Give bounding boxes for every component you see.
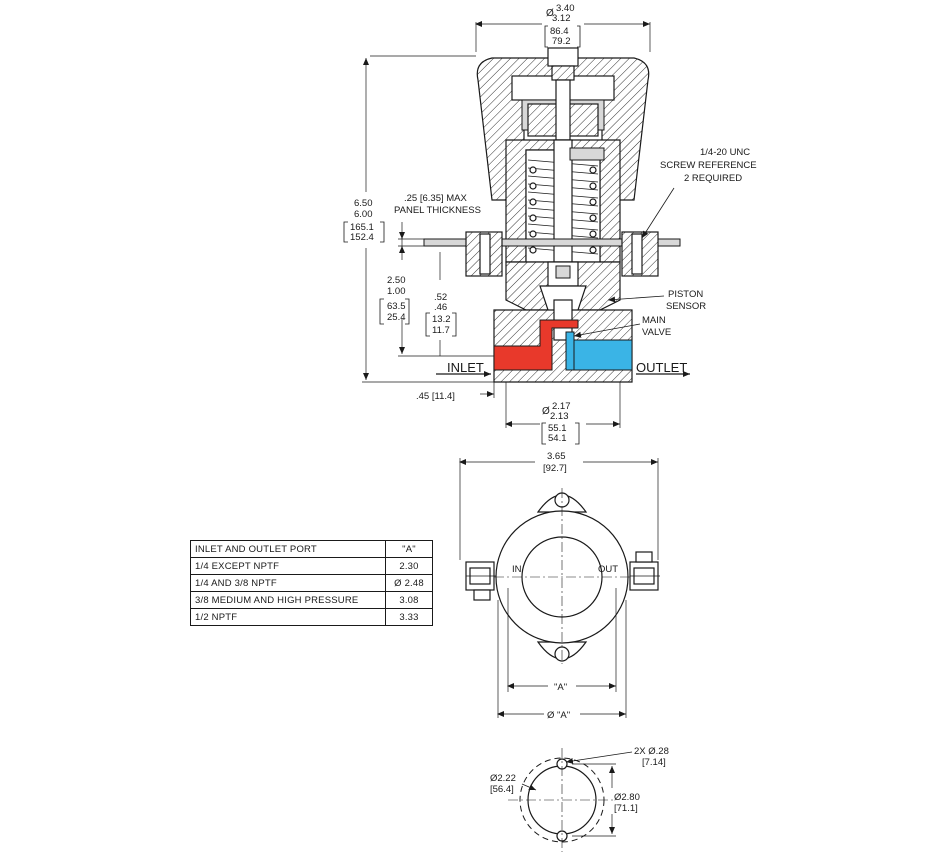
table-cell-port: 1/2 NPTF bbox=[190, 608, 386, 626]
port-dimension-table: INLET AND OUTLET PORT "A" 1/4 EXCEPT NPT… bbox=[190, 540, 433, 626]
body-dia-lower: 2.13 bbox=[550, 411, 569, 422]
top-dia-lower: 3.12 bbox=[552, 13, 571, 24]
panel-height-upper: 2.50 bbox=[387, 275, 406, 286]
inlet-passage bbox=[493, 319, 579, 371]
outlet-label: OUTLET bbox=[636, 360, 687, 375]
base-offset-label: .45 [11.4] bbox=[416, 391, 455, 402]
port-height-upper: .52 bbox=[434, 292, 447, 303]
table-header-port: INLET AND OUTLET PORT bbox=[190, 540, 386, 558]
top-dia-symbol: Ø bbox=[546, 8, 554, 19]
table-cell-port: 3/8 MEDIUM AND HIGH PRESSURE bbox=[190, 591, 386, 609]
panel-note-line1: .25 [6.35] MAX bbox=[404, 193, 468, 204]
screw-note-line3: 2 REQUIRED bbox=[684, 173, 742, 184]
plan-out-label: OUT bbox=[598, 564, 618, 575]
top-dia-mm-lower: 79.2 bbox=[552, 36, 571, 47]
table-row: 1/4 EXCEPT NPTF 2.30 bbox=[190, 557, 433, 575]
table-cell-port: 1/4 EXCEPT NPTF bbox=[190, 557, 386, 575]
panel-height-lower: 1.00 bbox=[387, 286, 406, 297]
screw-note-line2: SCREW REFERENCE bbox=[660, 160, 757, 171]
cutout-holes-line2: [7.14] bbox=[642, 757, 666, 768]
table-row: 3/8 MEDIUM AND HIGH PRESSURE 3.08 bbox=[190, 591, 433, 609]
body-dia-upper: 2.17 bbox=[552, 401, 571, 412]
inlet-label: INLET bbox=[447, 360, 484, 375]
cutout-left-line2: [56.4] bbox=[490, 784, 514, 795]
piston-label-line2: SENSOR bbox=[666, 301, 706, 312]
port-height-mm-upper: 13.2 bbox=[432, 314, 451, 325]
port-height-mm-lower: 11.7 bbox=[432, 325, 450, 336]
body-dia-mm-upper: 55.1 bbox=[548, 423, 567, 434]
body-dia-symbol: Ø bbox=[542, 406, 550, 417]
piston-label-line1: PISTON bbox=[668, 289, 703, 300]
cutout-right-line2: [71.1] bbox=[614, 803, 638, 814]
table-cell-value: Ø 2.48 bbox=[385, 574, 433, 592]
section-labels: Ø 3.40 3.12 86.4 79.2 6.50 6.00 165.1 15… bbox=[343, 3, 757, 445]
valve-label-line2: VALVE bbox=[642, 327, 671, 338]
top-dia-mm-upper: 86.4 bbox=[550, 26, 569, 37]
panel-height-mm-upper: 63.5 bbox=[387, 301, 406, 312]
cutout-holes-line1: 2X Ø.28 bbox=[634, 746, 669, 757]
panel-cutout-view: 2X Ø.28 [7.14] Ø2.22 [56.4] Ø2.80 [71.1] bbox=[490, 746, 669, 852]
port-height-lower: .46 bbox=[434, 302, 447, 313]
cutout-right-line1: Ø2.80 bbox=[614, 792, 640, 803]
body-dia-mm-lower: 54.1 bbox=[548, 433, 567, 444]
table-cell-value: 2.30 bbox=[385, 557, 433, 575]
table-header-value: "A" bbox=[385, 540, 433, 558]
panel-height-mm-lower: 25.4 bbox=[387, 312, 406, 323]
height-lower: 6.00 bbox=[354, 209, 373, 220]
height-mm-upper: 165.1 bbox=[350, 222, 374, 233]
plan-width-inch: 3.65 bbox=[547, 451, 566, 462]
top-dia-upper: 3.40 bbox=[556, 3, 575, 14]
cutout-left-line1: Ø2.22 bbox=[490, 773, 516, 784]
screw-note-line1: 1/4-20 UNC bbox=[700, 147, 750, 158]
plan-view: 3.65 [92.7] IN OUT "A" Ø "A" bbox=[459, 451, 660, 721]
table-row: 1/4 AND 3/8 NPTF Ø 2.48 bbox=[190, 574, 433, 592]
plan-dim-dia-a: Ø "A" bbox=[547, 710, 570, 721]
panel bbox=[423, 238, 681, 247]
plan-width-mm: [92.7] bbox=[543, 463, 567, 474]
height-mm-lower: 152.4 bbox=[350, 232, 374, 243]
valve-label-line1: MAIN bbox=[642, 315, 666, 326]
plan-in-label: IN bbox=[512, 564, 522, 575]
table-row: 1/2 NPTF 3.33 bbox=[190, 608, 433, 626]
height-upper: 6.50 bbox=[354, 198, 373, 209]
table-cell-value: 3.33 bbox=[385, 608, 433, 626]
table-header-row: INLET AND OUTLET PORT "A" bbox=[190, 540, 433, 558]
table-cell-value: 3.08 bbox=[385, 591, 433, 609]
plan-dim-a: "A" bbox=[554, 682, 567, 693]
section-view bbox=[362, 21, 690, 428]
table-cell-port: 1/4 AND 3/8 NPTF bbox=[190, 574, 386, 592]
panel-note-line2: PANEL THICKNESS bbox=[394, 205, 481, 216]
